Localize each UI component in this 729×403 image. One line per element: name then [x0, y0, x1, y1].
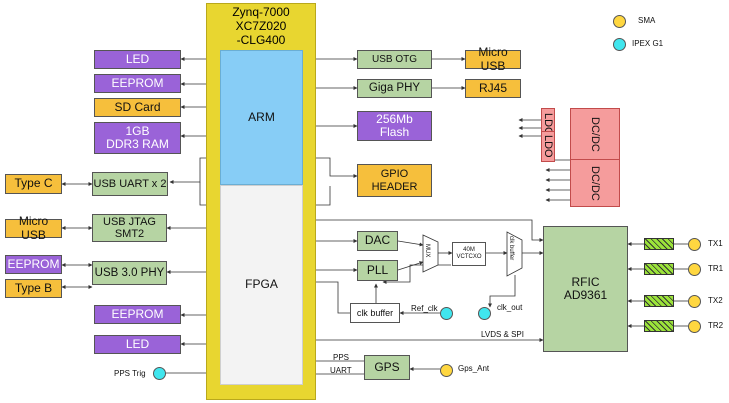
micro-usb-left: Micro USB — [5, 214, 62, 241]
dcdc-2: DC/DC — [570, 159, 620, 207]
rf-filter-tx1 — [644, 238, 674, 250]
ddr3-ram: 1GB DDR3 RAM — [94, 122, 181, 154]
gps-ant-label: Gps_Ant — [458, 364, 490, 373]
type-b-connector: Type B — [5, 279, 62, 298]
pll: PLL — [357, 260, 398, 281]
usb-jtag: USB JTAG SMT2 — [92, 214, 167, 242]
led-bottom: LED — [94, 335, 181, 354]
rf-filter-tr1 — [644, 263, 674, 275]
tx1-label: TX1 — [708, 239, 723, 248]
usb-otg: USB OTG — [357, 50, 432, 69]
clk-out-label: clk_out — [497, 303, 523, 312]
type-c-connector: Type C — [5, 174, 62, 194]
ref-clk-label: Ref_clk — [411, 304, 438, 313]
rj45: RJ45 — [465, 79, 521, 98]
rf-filter-tx2 — [644, 295, 674, 307]
eeprom-bottom: EEPROM — [94, 305, 181, 324]
rfic-ad9361: RFIC AD9361 — [543, 226, 628, 352]
sma-tx1 — [688, 238, 701, 251]
clk-buffer-out-label: clk buffer — [508, 236, 514, 261]
usb3-phy: USB 3.0 PHY — [92, 261, 167, 285]
dac: DAC — [357, 231, 398, 251]
giga-phy: Giga PHY — [357, 79, 432, 98]
arm-block: ARM — [220, 50, 303, 185]
clk-out-connector — [478, 307, 491, 320]
sma-tx2 — [688, 295, 701, 308]
sma-tr1 — [688, 263, 701, 276]
ldo-2: LDO — [541, 131, 555, 162]
eeprom-usb: EEPROM — [5, 255, 62, 274]
gpio-header: GPIO HEADER — [357, 164, 432, 197]
pps-signal-label: PPS — [333, 353, 350, 362]
eeprom-top: EEPROM — [94, 74, 181, 93]
clk-buffer: clk buffer — [350, 303, 400, 323]
pps-trig-label: PPS Trig — [114, 369, 146, 378]
fpga-block: FPGA — [220, 185, 303, 385]
dcdc-1: DC/DC — [570, 108, 620, 160]
pps-trig-connector — [153, 367, 166, 380]
gps-antenna-connector — [440, 364, 453, 377]
zynq-title: Zynq-7000 XC7Z020 -CLG400 — [232, 5, 290, 47]
legend-ipex-marker — [613, 38, 626, 51]
gps: GPS — [364, 355, 410, 380]
flash-256mb: 256Mb Flash — [357, 111, 432, 141]
sma-tr2 — [688, 320, 701, 333]
clk-buffer-shape — [506, 231, 523, 277]
tr1-label: TR1 — [708, 264, 724, 273]
lvds-spi-label: LVDS & SPI — [481, 330, 524, 339]
uart-signal-label: UART — [330, 366, 352, 375]
tx2-label: TX2 — [708, 296, 723, 305]
usb-uart: USB UART x 2 — [92, 172, 168, 196]
ref-clk-connector — [440, 307, 453, 320]
vctcxo-40m: 40M VCTCXO — [452, 242, 486, 266]
mux-shape — [422, 234, 439, 273]
sd-card: SD Card — [94, 98, 181, 117]
mux-label: MUX — [424, 244, 430, 258]
tr2-label: TR2 — [708, 321, 724, 330]
legend-sma-label: SMA — [638, 16, 656, 25]
legend-sma-marker — [613, 15, 626, 28]
led-top: LED — [94, 50, 181, 69]
rf-filter-tr2 — [644, 320, 674, 332]
legend-ipex-label: IPEX G1 — [632, 39, 664, 48]
micro-usb-right: Micro USB — [465, 45, 521, 72]
